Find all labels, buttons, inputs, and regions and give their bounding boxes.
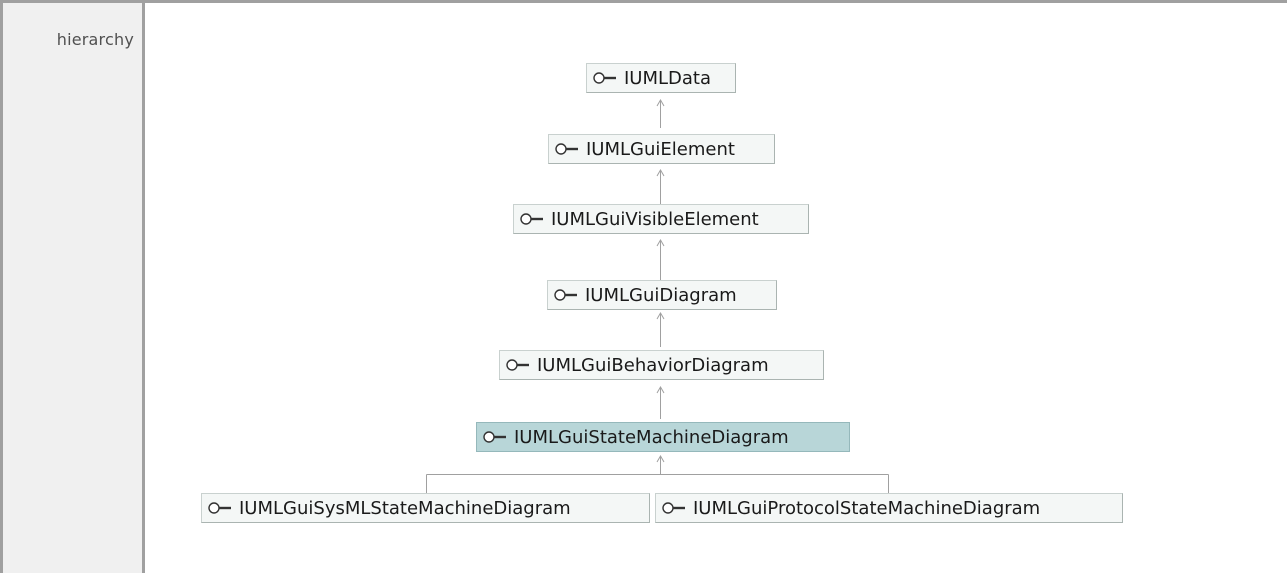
interface-lollipop-icon bbox=[520, 213, 543, 225]
arrowhead-children bbox=[656, 455, 665, 463]
arrowhead-5-4 bbox=[656, 386, 665, 394]
node-iumlguistatemachinediagram[interactable]: IUMLGuiStateMachineDiagram bbox=[476, 422, 850, 452]
node-label: IUMLData bbox=[624, 67, 712, 89]
node-label: IUMLGuiElement bbox=[586, 138, 735, 160]
node-label: IUMLGuiDiagram bbox=[585, 284, 737, 306]
interface-lollipop-icon bbox=[483, 431, 506, 443]
arrowhead-2-1 bbox=[656, 169, 665, 177]
column-divider bbox=[142, 3, 145, 573]
node-iumlguisysmlstatemachinediagram[interactable]: IUMLGuiSysMLStateMachineDiagram bbox=[201, 493, 650, 523]
node-iumlguiprotocolstatemachinediagram[interactable]: IUMLGuiProtocolStateMachineDiagram bbox=[655, 493, 1123, 523]
node-label: IUMLGuiSysMLStateMachineDiagram bbox=[239, 497, 571, 519]
interface-lollipop-icon bbox=[208, 502, 231, 514]
interface-lollipop-icon bbox=[555, 143, 578, 155]
interface-lollipop-icon bbox=[662, 502, 685, 514]
node-label: IUMLGuiVisibleElement bbox=[551, 208, 759, 230]
node-label: IUMLGuiStateMachineDiagram bbox=[514, 426, 789, 448]
section-label: hierarchy bbox=[56, 30, 134, 49]
node-iumldata[interactable]: IUMLData bbox=[586, 63, 736, 93]
node-label: IUMLGuiProtocolStateMachineDiagram bbox=[693, 497, 1041, 519]
node-label: IUMLGuiBehaviorDiagram bbox=[537, 354, 769, 376]
arrowhead-1-0 bbox=[656, 99, 665, 107]
node-iumlguielement[interactable]: IUMLGuiElement bbox=[548, 134, 775, 164]
interface-lollipop-icon bbox=[554, 289, 577, 301]
node-iumlguivisibleelement[interactable]: IUMLGuiVisibleElement bbox=[513, 204, 809, 234]
label-cell: hierarchy bbox=[3, 3, 142, 573]
interface-lollipop-icon bbox=[506, 359, 529, 371]
node-iumlguibehaviordiagram[interactable]: IUMLGuiBehaviorDiagram bbox=[499, 350, 824, 380]
arrowhead-3-2 bbox=[656, 239, 665, 247]
interface-lollipop-icon bbox=[593, 72, 616, 84]
node-iumlguidiagram[interactable]: IUMLGuiDiagram bbox=[547, 280, 777, 310]
arrowhead-4-3 bbox=[656, 312, 665, 320]
